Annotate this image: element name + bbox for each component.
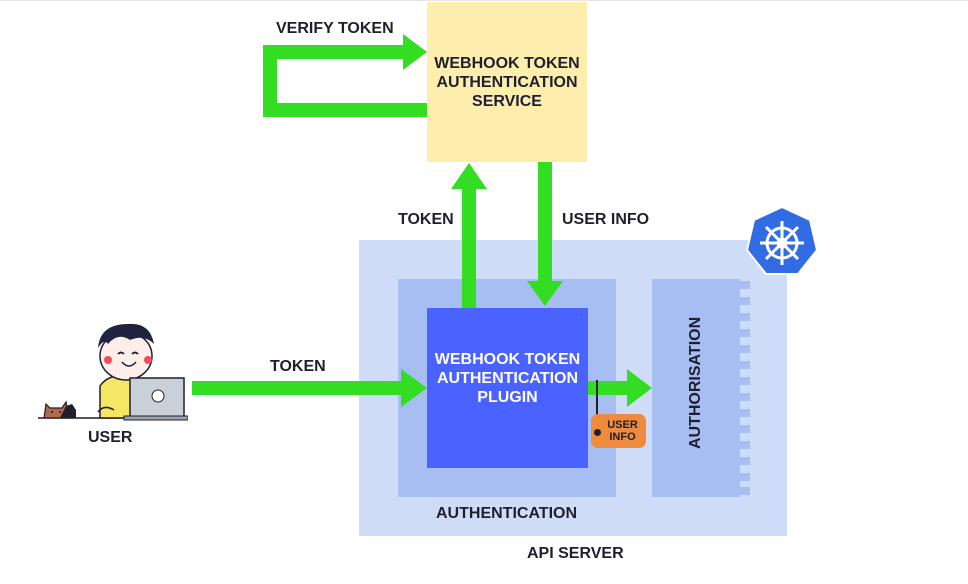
verify-token-loop-arrow	[263, 45, 427, 117]
token-up-arrow-shaft	[462, 186, 476, 308]
service-line-3: SERVICE	[472, 92, 542, 110]
authz-arrowhead	[627, 369, 652, 407]
user-label: USER	[88, 429, 133, 446]
user-illustration-icon	[38, 323, 188, 421]
badge-line-2: INFO	[609, 431, 636, 443]
token-up-label: TOKEN	[398, 211, 454, 228]
user-info-label: USER INFO	[562, 211, 650, 228]
laptop-icon	[123, 377, 188, 421]
verify-token-label: VERIFY TOKEN	[276, 20, 394, 37]
kubernetes-logo-icon	[745, 205, 819, 275]
verify-token-arrowhead	[403, 34, 427, 70]
webhook-service-box: WEBHOOK TOKEN AUTHENTICATION SERVICE	[427, 2, 587, 162]
plugin-line-3: PLUGIN	[477, 388, 538, 406]
api-server-label: API SERVER	[527, 545, 624, 562]
service-line-1: WEBHOOK TOKEN	[434, 54, 580, 72]
badge-line-1: USER	[607, 419, 638, 431]
user-info-down-arrow-shaft	[538, 162, 552, 284]
token-up-arrowhead	[451, 163, 487, 189]
cat-icon	[43, 400, 76, 419]
user-token-arrowhead	[401, 369, 427, 407]
webhook-plugin-box: WEBHOOK TOKEN AUTHENTICATION PLUGIN	[427, 308, 588, 468]
authorisation-box	[652, 279, 750, 497]
service-line-2: AUTHENTICATION	[436, 73, 578, 91]
user-info-down-arrowhead	[527, 281, 563, 306]
user-token-arrow-shaft	[192, 381, 404, 395]
user-token-label: TOKEN	[270, 358, 326, 375]
top-divider	[0, 0, 968, 1]
plugin-line-1: WEBHOOK TOKEN	[434, 350, 581, 368]
authz-arrow-shaft	[588, 381, 630, 395]
badge-dot	[594, 429, 601, 436]
plugin-line-2: AUTHENTICATION	[436, 369, 579, 387]
authentication-label: AUTHENTICATION	[436, 505, 578, 522]
